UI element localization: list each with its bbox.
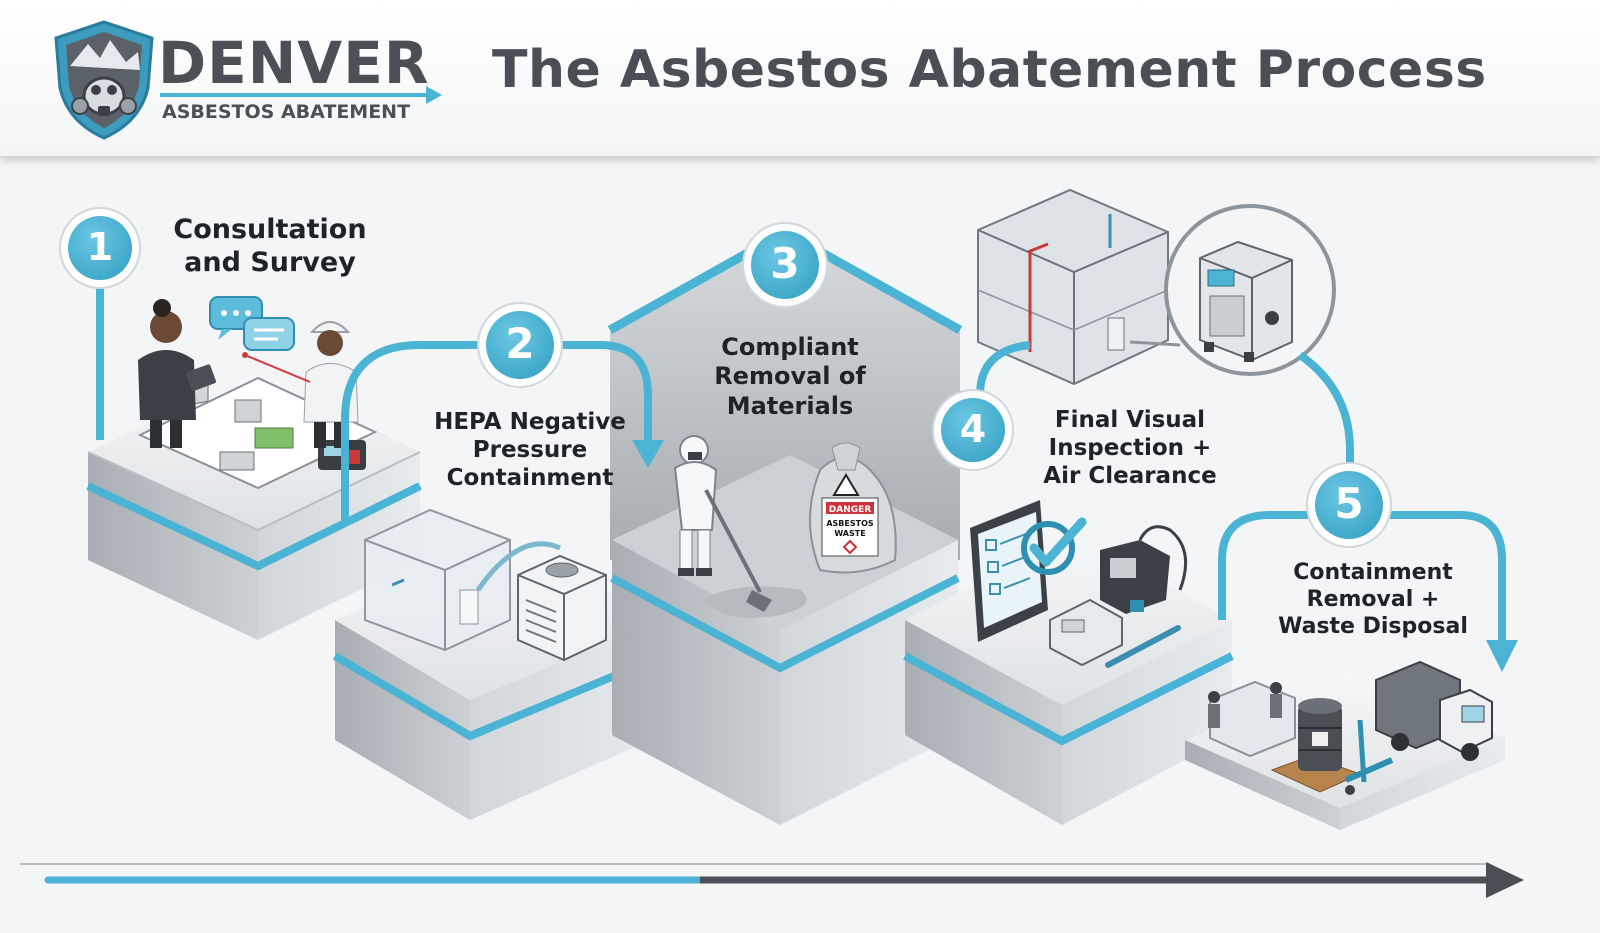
step-badge-5 [1306, 462, 1392, 548]
step4-containment [977, 188, 1169, 386]
air-scrubber [1199, 240, 1293, 362]
step-number-1: 1 [86, 225, 114, 269]
step4-line1: Final Visual [1054, 407, 1206, 433]
step5-line1: Containment [1293, 560, 1453, 585]
step1-block [86, 296, 422, 640]
step3-line2: Removal of [714, 362, 866, 391]
step5-block [1185, 660, 1505, 830]
step3-line1: Compliant [721, 333, 859, 361]
connector-5-arrow [1390, 511, 1506, 640]
step-number-4: 4 [959, 407, 987, 451]
connector-5 [1218, 511, 1308, 620]
step-number-2: 2 [505, 319, 535, 368]
step3-line3: Materials [726, 391, 854, 420]
step2-line3: Containment [446, 465, 614, 492]
step-label-3: Compliant Removal of Materials [680, 333, 900, 421]
page-header: DENVER ASBESTOS ABATEMENT The Asbestos A… [0, 0, 1600, 156]
connector-2-arrow [560, 341, 652, 440]
step5-line2: Removal + [1306, 586, 1440, 612]
step-number-5: 5 [1334, 479, 1364, 528]
step5-line3: Waste Disposal [1278, 613, 1468, 639]
step1-line2: and Survey [184, 246, 356, 278]
brand-name: DENVER [158, 29, 430, 97]
step2-line2: Pressure [472, 437, 588, 464]
step-label-2: HEPA Negative Pressure Containment [420, 408, 640, 492]
step-label-5: Containment Removal + Waste Disposal [1258, 560, 1488, 640]
checkmark-icon [1021, 517, 1087, 575]
step3-block: DANGER ASBESTOS WASTE [610, 435, 960, 825]
step4-block [903, 500, 1234, 825]
brand-arrow-icon [160, 86, 442, 104]
respirator-icon [688, 452, 702, 460]
bag-waste-label: WASTE [834, 529, 865, 538]
bag-danger-label: DANGER [829, 505, 872, 515]
step-badge-3 [742, 222, 828, 308]
step-number-3: 3 [770, 239, 800, 288]
step-badge-4 [932, 389, 1014, 471]
step-label-1: Consultation and Survey [150, 214, 390, 280]
arrow-head-2 [632, 440, 664, 468]
chat-bubble-icon [209, 296, 295, 351]
step1-line1: Consultation [173, 214, 367, 245]
connector-4 [976, 341, 1031, 396]
step-badge-1 [59, 207, 141, 289]
step2-line1: HEPA Negative [434, 409, 626, 435]
step4-line3: Air Clearance [1043, 463, 1217, 490]
connector-2 [341, 341, 480, 520]
step4-line2: Inspection + [1048, 435, 1212, 462]
arrow-head-5 [1486, 640, 1518, 672]
brand-subtitle: ASBESTOS ABATEMENT [162, 101, 411, 123]
shield-logo-icon [54, 20, 154, 140]
bag-asbestos-label: ASBESTOS [826, 519, 874, 528]
timeline-arrow [20, 862, 1524, 898]
step-badge-2 [477, 302, 563, 388]
step-label-4: Final Visual Inspection + Air Clearance [1015, 406, 1245, 490]
connector-4b [1297, 351, 1354, 475]
page-title: The Asbestos Abatement Process [492, 40, 1487, 100]
danger-icon [832, 473, 860, 496]
